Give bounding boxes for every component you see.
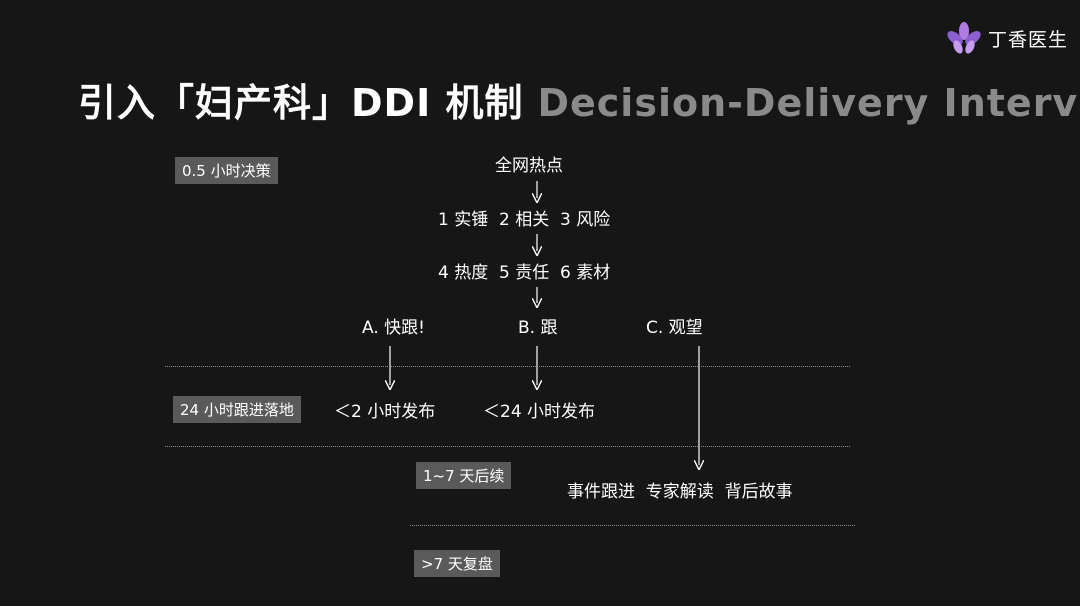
title-en: Decision-Delivery Interval — [537, 81, 1080, 125]
node-output-a: ＜2 小时发布 — [334, 402, 436, 422]
node-hot-topic: 全网热点 — [495, 156, 563, 176]
separator-2 — [165, 446, 850, 447]
node-assess-criteria: 4 热度 5 责任 6 素材 — [438, 263, 611, 283]
node-option-c: C. 观望 — [646, 318, 703, 338]
node-option-b: B. 跟 — [518, 318, 558, 338]
brand-logo: 丁香医生 — [946, 22, 1068, 54]
stage-tag-landing: 24 小时跟进落地 — [173, 396, 301, 423]
node-output-c: 事件跟进 专家解读 背后故事 — [567, 482, 793, 502]
stage-tag-decision: 0.5 小时决策 — [175, 157, 278, 184]
separator-3 — [410, 525, 855, 526]
node-check-criteria: 1 实锤 2 相关 3 风险 — [438, 210, 611, 230]
brand-name: 丁香医生 — [988, 28, 1069, 51]
node-option-a: A. 快跟! — [362, 318, 425, 338]
title-cn: 引入「妇产科」DDI 机制 — [78, 81, 524, 125]
lilac-flower-icon — [947, 22, 981, 54]
stage-tag-review: >7 天复盘 — [414, 550, 500, 577]
node-output-b: ＜24 小时发布 — [483, 402, 596, 422]
page-title: 引入「妇产科」DDI 机制 Decision-Delivery Interval — [78, 72, 1080, 127]
separator-1 — [165, 366, 850, 367]
stage-tag-followup: 1~7 天后续 — [416, 462, 512, 489]
